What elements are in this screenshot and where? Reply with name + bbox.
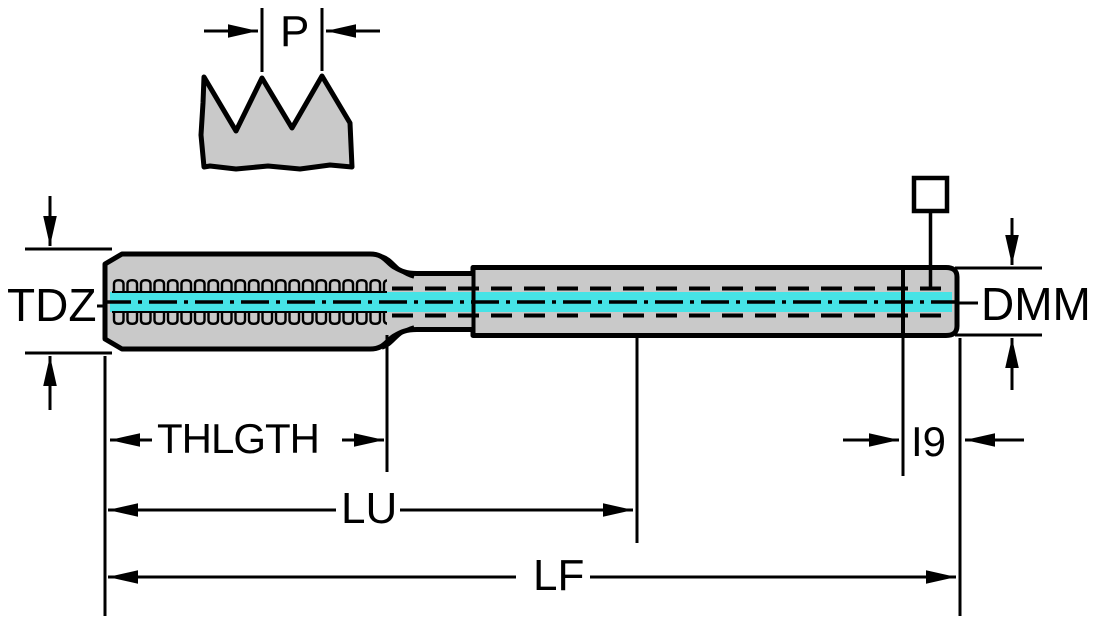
lf-label: LF bbox=[533, 551, 584, 600]
square-drive-symbol bbox=[911, 175, 950, 289]
square-drive-icon bbox=[911, 175, 950, 214]
lu-label: LU bbox=[341, 484, 397, 533]
thlgth-label: THLGTH bbox=[157, 415, 319, 462]
pitch-label: P bbox=[280, 7, 309, 56]
lf-dimension: LF bbox=[108, 551, 956, 600]
dmm-dimension: DMM bbox=[955, 218, 1091, 390]
thread-profile-detail: P bbox=[198, 7, 380, 172]
thread-runout-curve-bottom bbox=[381, 325, 415, 350]
dmm-label: DMM bbox=[981, 278, 1091, 330]
thread-texture-bottom bbox=[112, 312, 387, 326]
i9-label: I9 bbox=[911, 418, 946, 465]
thread-runout-curve-top bbox=[381, 254, 415, 279]
thread-profile-shape bbox=[198, 73, 355, 172]
thlgth-dimension: THLGTH bbox=[110, 415, 384, 462]
i9-dimension: I9 bbox=[843, 418, 1024, 465]
tdz-label: TDZ bbox=[7, 279, 96, 331]
tool-body bbox=[102, 251, 960, 352]
tdz-dimension: TDZ bbox=[7, 196, 112, 410]
lu-dimension: LU bbox=[108, 484, 633, 533]
thread-texture-top bbox=[112, 278, 387, 292]
